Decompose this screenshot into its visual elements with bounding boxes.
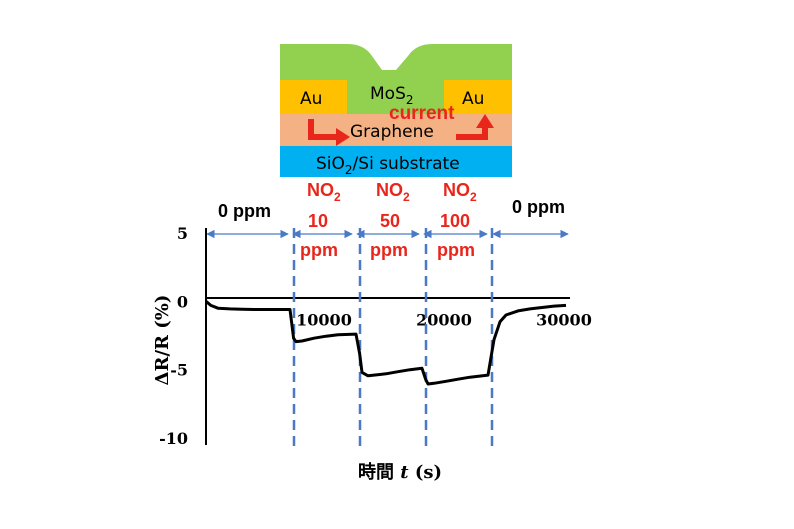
mos2-subscript: 2 [406, 93, 414, 107]
phase-label-0ppm-end: 0 ppm [512, 197, 565, 217]
x-tick-label: 10000 [296, 310, 352, 329]
phase-conc-10: 10 [308, 211, 328, 231]
substrate-subscript: 2 [345, 163, 353, 177]
y-tick-label: -5 [170, 361, 188, 380]
x-axis-label-unit: (s) [409, 462, 442, 483]
phase-label-no2-100: NO2 [443, 180, 477, 204]
x-ticks: 10000 20000 30000 [296, 310, 592, 329]
y-tick-label: 0 [177, 292, 188, 311]
graphene-label: Graphene [350, 122, 434, 142]
x-axis-label-var: t [400, 462, 409, 483]
au-left-electrode [280, 80, 347, 114]
mos2-label: MoS2 [370, 84, 414, 107]
substrate-label: SiO2/Si substrate [316, 154, 460, 177]
x-axis-label-prefix: 時間 [358, 462, 400, 483]
phase-conc-50: 50 [380, 211, 400, 231]
series-line [205, 300, 567, 386]
x-tick-label: 20000 [416, 310, 472, 329]
current-arrow-left-head-icon [336, 128, 350, 146]
au-right-electrode [444, 80, 512, 114]
phase-unit-100: ppm [437, 240, 475, 260]
phase-conc-100: 100 [440, 211, 470, 231]
chart: 5 0 -5 -10 10000 20000 30000 ΔR/R (%) 時間 t (s… [152, 224, 592, 483]
phase-unit-50: ppm [370, 240, 408, 260]
phase-unit-10: ppm [300, 240, 338, 260]
current-arrow-left-icon [308, 119, 338, 140]
phase-label-no2-50: NO2 [376, 180, 410, 204]
substrate-main: SiO [316, 154, 345, 174]
substrate-layer [280, 146, 512, 177]
y-tick-label: -10 [159, 429, 188, 448]
graphene-layer [280, 114, 512, 146]
device-schematic: Au Au MoS2 current Graphene SiO2/Si subs… [280, 44, 512, 177]
phase-label-0ppm-start: 0 ppm [218, 201, 271, 221]
x-tick-label: 30000 [536, 310, 592, 329]
phase-dividers [292, 228, 494, 448]
au-left-label: Au [300, 89, 322, 109]
y-tick-label: 5 [177, 224, 188, 243]
substrate-rest: /Si substrate [353, 154, 460, 174]
current-arrow-right-icon [456, 126, 488, 140]
y-axis-label: ΔR/R (%) [152, 295, 173, 386]
phase-labels: 0 ppm NO2 10 ppm NO2 50 ppm NO2 100 ppm … [218, 180, 565, 260]
current-arrow-right-head-icon [476, 114, 494, 128]
au-right-label: Au [462, 89, 484, 109]
current-label: current [389, 103, 455, 124]
mos2-main: MoS [370, 84, 406, 104]
x-axis-label: 時間 t (s) [358, 462, 442, 483]
y-ticks: 5 0 -5 -10 [159, 224, 188, 448]
phase-label-no2-10: NO2 [307, 180, 341, 204]
